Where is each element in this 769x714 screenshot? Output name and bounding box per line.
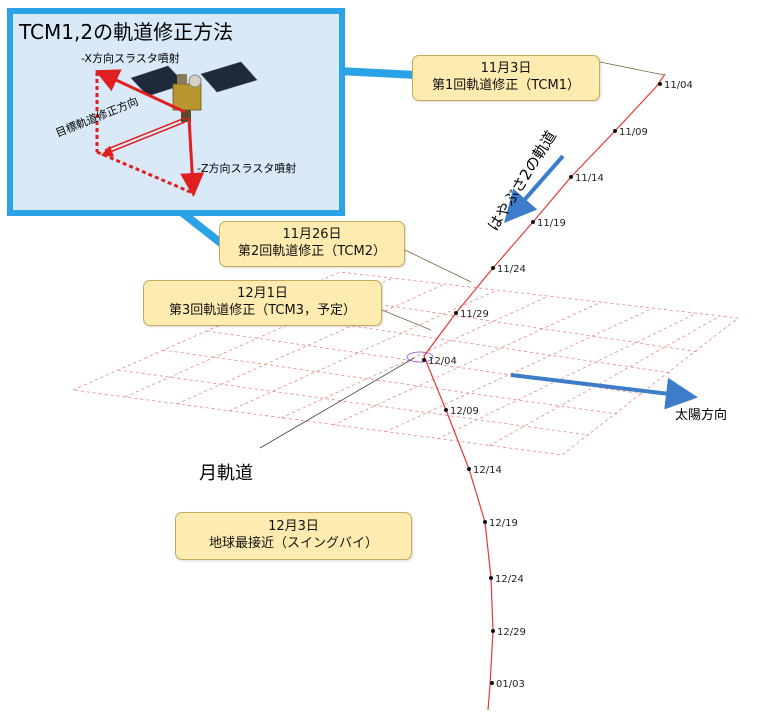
tcm2-desc: 第2回軌道修正（TCM2）	[237, 244, 386, 259]
callout-tcm3: 12月1日 第3回軌道修正（TCM3，予定）	[143, 280, 382, 326]
date-dot	[467, 467, 471, 471]
tcm2-date: 11月26日	[282, 227, 342, 242]
moon-orbit-ellipse	[406, 351, 434, 363]
trajectory-direction-arrow	[504, 154, 565, 224]
date-dot	[483, 520, 487, 524]
tcm3-pointer	[381, 309, 432, 331]
tcm1-desc: 第1回軌道修正（TCM1）	[431, 78, 580, 93]
callout-tcm2: 11月26日 第2回軌道修正（TCM2）	[219, 221, 405, 267]
inset-title: TCM1,2の軌道修正方法	[19, 20, 234, 44]
date-markers: 11/04 11/09 11/14 11/19 11/24 11/29 12/04 12/09…	[422, 80, 693, 690]
tcm1-pointer	[599, 61, 665, 76]
date-label: 11/04	[664, 80, 693, 91]
date-dot	[531, 220, 535, 224]
date-label: 12/29	[497, 627, 526, 638]
tcm2-pointer	[404, 249, 472, 283]
callout-swingby: 12月3日 地球最接近（スイングバイ）	[175, 512, 412, 560]
date-dot	[491, 629, 495, 633]
tcm1-date: 11月3日	[480, 61, 532, 76]
tcm3-date: 12月1日	[237, 286, 288, 301]
date-label: 11/24	[497, 264, 526, 275]
date-label: 11/29	[460, 309, 489, 320]
date-label: 12/09	[450, 406, 479, 417]
date-label: 11/19	[537, 218, 566, 229]
date-dot	[454, 311, 458, 315]
date-dot	[569, 175, 573, 179]
date-dot	[491, 266, 495, 270]
swingby-desc: 地球最接近（スイングバイ）	[208, 536, 378, 551]
tcm3-desc: 第3回軌道修正（TCM3，予定）	[168, 303, 356, 318]
date-label: 12/14	[473, 465, 502, 476]
inset-diagram	[94, 61, 258, 197]
inset-connector-top	[338, 67, 417, 79]
sun-direction-arrow	[510, 373, 698, 410]
date-dot	[422, 358, 426, 362]
sun-direction-label: 太陽方向	[675, 408, 728, 423]
date-label: 11/09	[619, 127, 648, 138]
date-dot	[489, 576, 493, 580]
callout-tcm1: 11月3日 第1回軌道修正（TCM1）	[412, 55, 600, 101]
date-dot	[444, 408, 448, 412]
tcm-method-inset: TCM1,2の軌道修正方法 -X方向スラスタ噴射 目標軌道修正方向 -Z方向スラ…	[7, 8, 345, 216]
date-dot	[613, 129, 617, 133]
date-label: 12/04	[428, 356, 457, 367]
spacecraft-icon	[130, 61, 258, 122]
date-label: 01/03	[496, 679, 525, 690]
date-label: 12/24	[495, 574, 524, 585]
moon-orbit-label: 月軌道	[199, 463, 253, 484]
date-label: 11/14	[575, 173, 604, 184]
swingby-date: 12月3日	[268, 519, 319, 534]
moon-orbit-pointer	[259, 357, 415, 449]
minus-x-thrust-label: -X方向スラスタ噴射	[81, 52, 180, 65]
minus-z-thrust-label: -Z方向スラスタ噴射	[197, 162, 297, 175]
date-label: 12/19	[489, 518, 518, 529]
date-dot	[658, 82, 662, 86]
date-dot	[490, 681, 494, 685]
hayabusa2-trajectory	[423, 73, 666, 711]
